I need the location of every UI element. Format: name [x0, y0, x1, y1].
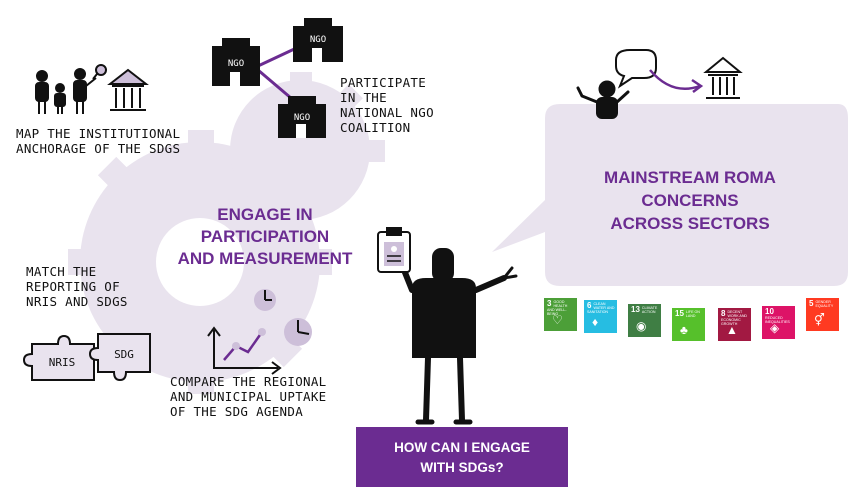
gender-icon: ⚥ [814, 313, 825, 327]
sdg-number: 15 [675, 309, 684, 318]
sdg-number: 8 [721, 309, 726, 318]
equality-icon: ◈ [770, 321, 780, 335]
sdg-number: 10 [765, 307, 774, 316]
ngo-label: NGO [310, 35, 326, 45]
ngo-building-icon: NGO [278, 96, 326, 138]
small-gear-background [230, 72, 385, 220]
tree-icon: ♣ [680, 323, 688, 337]
sdg-tile: 6 Clean water and sanitation ♦ [584, 300, 617, 333]
clock-icon [254, 289, 276, 311]
sdg-label: Clean water and sanitation [587, 302, 615, 314]
puzzle-piece-icon: SDG [88, 333, 151, 382]
participate-label: Participate in the national NGO coalitio… [340, 75, 434, 135]
ngo-label: NGO [228, 59, 244, 69]
magnifier-icon [92, 64, 107, 80]
sdg-tile: 3 Good health and well-being ♡ [544, 298, 577, 331]
speaker-person-icon [576, 80, 630, 119]
puzzle-label: NRIS [49, 356, 76, 369]
puzzle-piece-icon: NRIS [22, 334, 95, 381]
sdg-tile: 5 Gender equality ⚥ [806, 298, 839, 331]
sdg-label: Life on land [685, 310, 700, 318]
sdg-label: Climate action [641, 306, 658, 314]
arrow-head-icon [691, 78, 704, 93]
trend-chart-icon [207, 326, 282, 375]
sdg-tile: 10 Reduced inequalities ◈ [762, 306, 795, 339]
speech-balloon-icon [615, 49, 657, 89]
institution-icon [107, 68, 149, 111]
match-reporting-label: Match the reporting of NRIS and SDGs [26, 264, 128, 309]
sdg-tile: 15 Life on land ♣ [672, 308, 705, 341]
clock-icon [284, 318, 312, 346]
central-person-icon [397, 248, 518, 425]
sdg-label: Decent work and economic growth [721, 310, 748, 326]
gear-hub [156, 218, 244, 306]
ngo-label: NGO [294, 113, 310, 123]
ngo-building-icon: NGO [293, 18, 343, 62]
sdg-label: Good health and well-being [547, 300, 568, 316]
map-anchorage-label: Map the institutional anchorage of the S… [16, 126, 181, 156]
sdg-tile: 13 Climate action ◉ [628, 304, 661, 337]
puzzle-label: SDG [114, 348, 134, 361]
arrow-connector [649, 69, 701, 90]
question-box: HOW CAN I ENGAGE WITH SDGs? [356, 427, 568, 487]
growth-chart-icon: ▲ [726, 323, 738, 337]
institution-icon [703, 56, 743, 99]
people-group-icon [35, 68, 97, 114]
clipboard-icon [377, 227, 411, 273]
speech-bubble [492, 104, 848, 286]
eye-globe-icon: ◉ [636, 319, 647, 333]
sdg-number: 6 [587, 301, 592, 310]
sdg-tile: 8 Decent work and economic growth ▲ [718, 308, 751, 341]
heart-pulse-icon: ♡ [552, 313, 563, 327]
mainstream-title: MAINSTREAM ROMA CONCERNS ACROSS SECTORS [604, 168, 776, 233]
sdg-number: 5 [809, 299, 814, 308]
compare-uptake-label: Compare the regional and municipal uptak… [170, 374, 327, 419]
engage-title: ENGAGE IN PARTICIPATION AND MEASUREMENT [177, 205, 353, 268]
sdg-label: Reduced inequalities [765, 316, 790, 324]
sdg-label: Gender equality [815, 300, 834, 308]
sdg-number: 13 [631, 305, 640, 314]
ngo-building-icon: NGO [212, 38, 260, 86]
sdg-number: 3 [547, 299, 552, 308]
water-drop-icon: ♦ [592, 315, 599, 329]
